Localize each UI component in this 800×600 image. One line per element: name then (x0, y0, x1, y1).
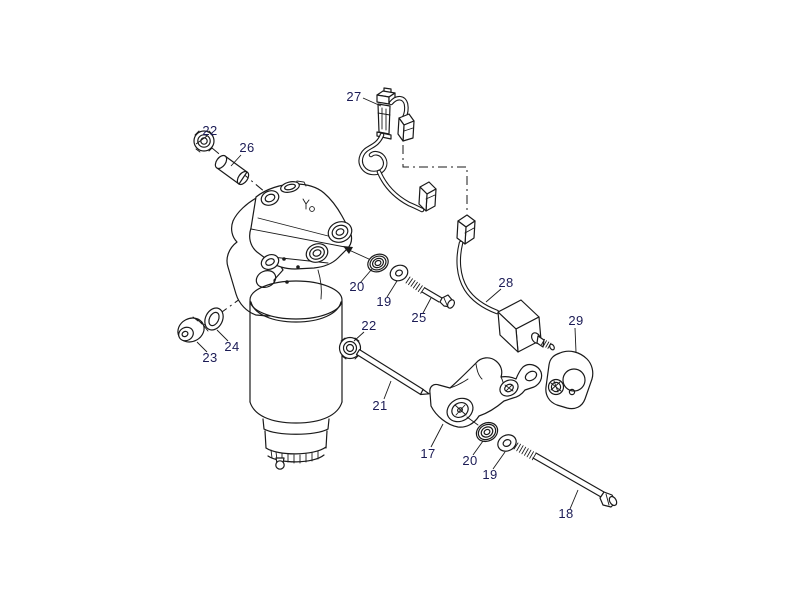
leader-22-lower (353, 331, 365, 342)
callout-21: 21 (372, 398, 387, 413)
leader-19-lower (492, 451, 506, 470)
flange-hole-lower (255, 270, 277, 288)
head-bolt-axis-arrow (343, 246, 372, 261)
part-25-bolt (405, 276, 456, 309)
harness-connector (418, 181, 437, 212)
part-17-bracket (429, 357, 543, 428)
leader-21 (383, 380, 392, 400)
part-24-o-ring (204, 307, 224, 331)
part-22-nut-lower (338, 336, 362, 360)
part-23-plug (177, 316, 209, 343)
filter-head (249, 180, 353, 300)
part-21-stud (355, 349, 430, 396)
part-28-connector (456, 214, 476, 245)
callout-17: 17 (420, 446, 435, 461)
leader-22-top (195, 135, 208, 145)
callout-20-lower: 20 (462, 453, 477, 468)
drain-valve (275, 460, 285, 470)
callout-19-lower: 19 (482, 467, 497, 482)
callout-23: 23 (202, 350, 217, 365)
leader-26 (230, 154, 242, 167)
callout-26: 26 (239, 140, 254, 155)
part-29-gasket (545, 350, 594, 410)
head-port-top (280, 181, 300, 193)
part-26-spacer (214, 154, 250, 186)
part-18-bolt (513, 442, 618, 508)
part-22-nut-top (193, 130, 215, 153)
leader-27 (362, 97, 382, 107)
gasket-grommet (547, 378, 565, 396)
callout-28: 28 (498, 275, 513, 290)
callout-27: 27 (346, 89, 361, 104)
head-port-top-left (260, 190, 280, 206)
callout-labels: 27 22 26 20 19 25 28 29 22 23 24 21 17 2… (202, 89, 583, 521)
bracket-end-hole (524, 370, 538, 382)
callout-19-upper: 19 (376, 294, 391, 309)
bracket-center-hole (499, 379, 519, 397)
leader-23 (196, 341, 208, 353)
callout-22-lower: 22 (361, 318, 376, 333)
callout-24: 24 (224, 339, 239, 354)
head-port-right (327, 221, 353, 243)
callout-29: 29 (568, 313, 583, 328)
part-20-lockwasher-upper (367, 253, 389, 273)
filter-drain-collar (265, 446, 327, 470)
filter-body (249, 280, 343, 470)
part-27-connector (397, 113, 415, 142)
leader-20-upper (359, 268, 373, 284)
callout-20-upper: 20 (349, 279, 364, 294)
part-27-sender-assembly (358, 87, 437, 213)
callout-leaders (195, 97, 579, 510)
callout-22-top: 22 (202, 123, 217, 138)
leader-20-lower (472, 440, 484, 456)
part-28-sender-assembly (456, 214, 555, 353)
part-20-lockwasher-lower (475, 421, 499, 443)
leader-17 (430, 423, 444, 448)
part-28-stud (530, 332, 555, 351)
leader-25 (422, 297, 432, 314)
leader-28 (485, 288, 502, 303)
flange-hole-upper (260, 254, 280, 270)
part-19-washer-upper (389, 264, 409, 282)
leader-18 (569, 489, 579, 510)
leader-24 (216, 329, 229, 342)
leader-29 (574, 327, 577, 353)
callout-25: 25 (411, 310, 426, 325)
leader-19-upper (386, 280, 398, 298)
part-19-washer-lower (497, 434, 517, 452)
callout-18: 18 (558, 506, 573, 521)
head-port-center (305, 243, 329, 263)
bracket-boss-hole (446, 397, 474, 423)
